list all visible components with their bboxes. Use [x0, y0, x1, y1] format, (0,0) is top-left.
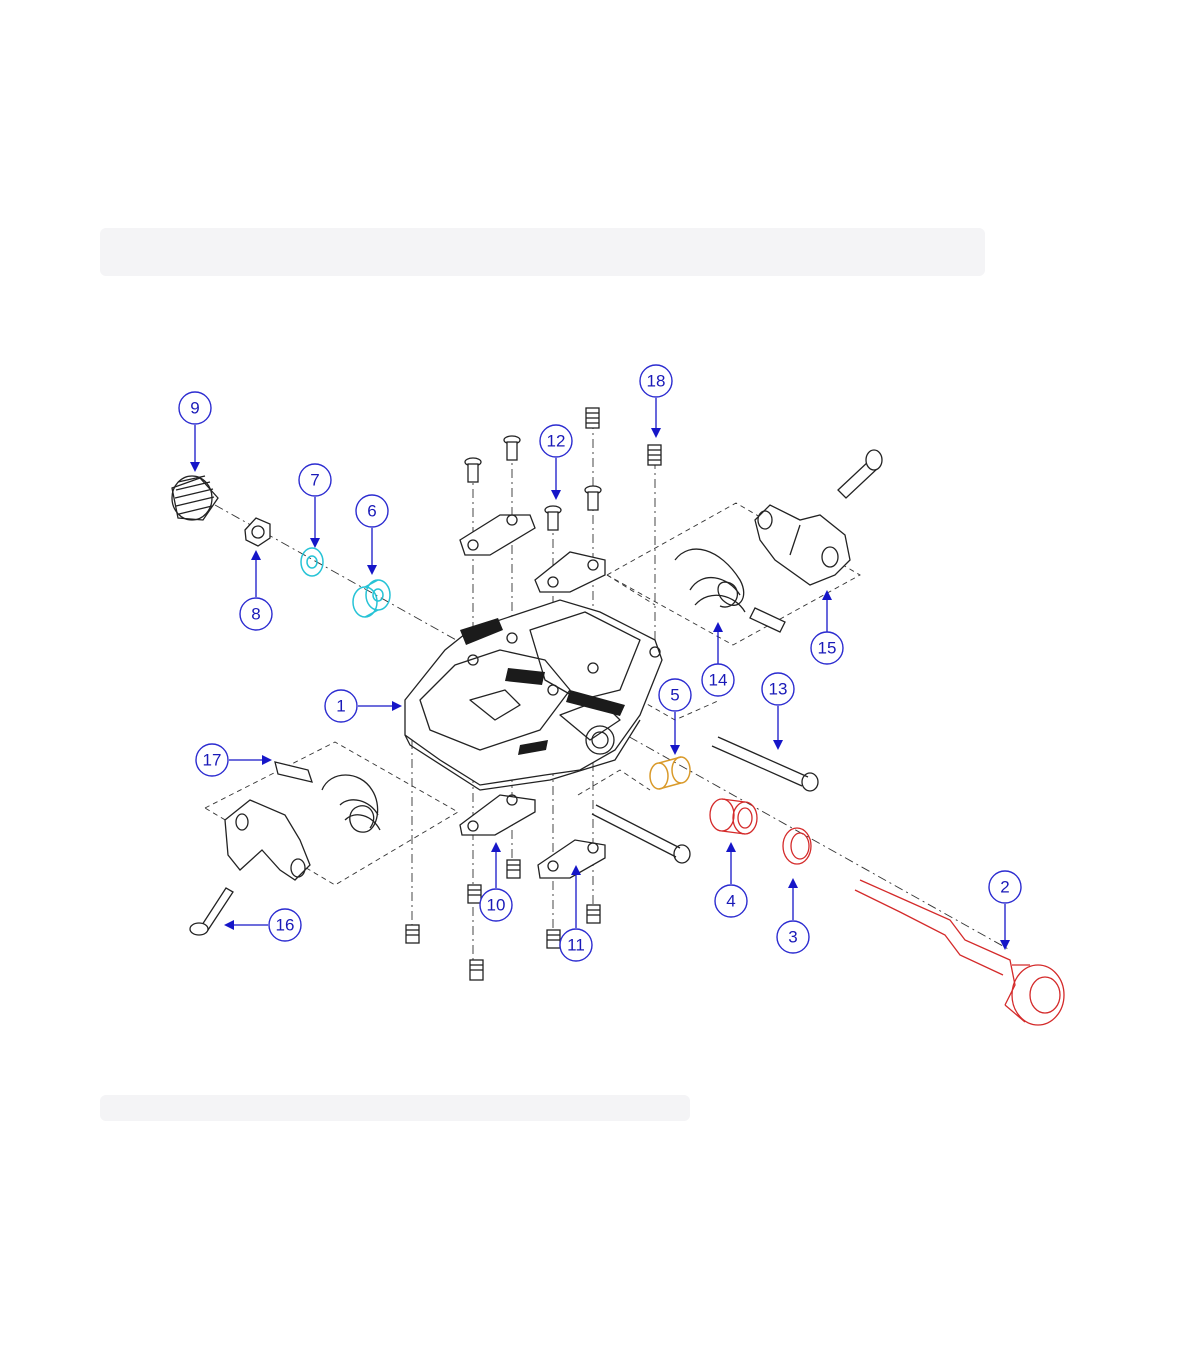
callout-2: 2 [988, 870, 1022, 904]
set-screw-icon [405, 924, 420, 944]
callout-15: 15 [810, 631, 844, 665]
callout-13: 13 [761, 672, 795, 706]
svg-text:11: 11 [567, 936, 585, 955]
svg-text:7: 7 [310, 471, 319, 490]
svg-text:9: 9 [190, 399, 199, 418]
svg-text:15: 15 [818, 639, 837, 658]
spring-pin-lower [591, 804, 691, 864]
callout-leaders [190, 398, 1010, 950]
bushing [709, 798, 758, 835]
cleat-retainer [754, 504, 851, 586]
set-screw-icon [586, 904, 601, 924]
bearing [352, 579, 391, 618]
nut [244, 517, 271, 547]
set-screw-icon [467, 884, 482, 904]
screw-icon [503, 435, 521, 461]
callout-3: 3 [776, 920, 810, 954]
screw-icon [464, 457, 482, 483]
svg-text:3: 3 [788, 928, 797, 947]
tension-plate [274, 761, 313, 783]
callout-14: 14 [701, 663, 735, 697]
set-screw-icon [546, 929, 561, 949]
callout-16: 16 [268, 908, 302, 942]
svg-text:8: 8 [251, 605, 260, 624]
callout-5: 5 [658, 678, 692, 712]
callout-12: 12 [539, 424, 573, 458]
set-screw-icon [469, 959, 484, 981]
lower-cleat-retainer [224, 799, 311, 881]
screw-icon [584, 485, 602, 511]
callout-11: 11 [559, 928, 593, 962]
lower-spring [321, 774, 381, 833]
svg-text:12: 12 [547, 432, 566, 451]
callout-9: 9 [178, 391, 212, 425]
set-screw-icon [585, 407, 600, 429]
callout-7: 7 [298, 463, 332, 497]
svg-text:1: 1 [336, 697, 345, 716]
svg-text:17: 17 [203, 751, 222, 770]
svg-text:18: 18 [647, 372, 666, 391]
screw-icon [544, 505, 562, 531]
seal-ring [782, 827, 812, 865]
svg-text:14: 14 [709, 671, 728, 690]
svg-text:16: 16 [276, 916, 295, 935]
top-screws [464, 407, 662, 531]
svg-text:4: 4 [726, 892, 735, 911]
top-tension-bolt [837, 449, 883, 499]
inner-bushing [649, 756, 691, 790]
callouts: 9 8 7 6 1 12 18 14 15 5 13 17 10 11 4 3 … [178, 364, 1022, 962]
bottom-screws [405, 859, 601, 981]
set-screw-icon [506, 859, 521, 879]
callout-1: 1 [324, 689, 358, 723]
svg-text:2: 2 [1000, 878, 1009, 897]
callout-18: 18 [639, 364, 673, 398]
tension-bolt [189, 887, 234, 936]
blurred-bottom-band [100, 1095, 690, 1121]
blurred-top-band [100, 228, 985, 276]
end-cap [171, 475, 219, 521]
top-traction-plates [459, 514, 606, 593]
spring-pin [711, 736, 819, 792]
callout-8: 8 [239, 597, 273, 631]
set-screw-icon [647, 444, 662, 466]
svg-text:10: 10 [487, 896, 506, 915]
axle [854, 879, 1065, 1026]
callout-6: 6 [355, 494, 389, 528]
spring [674, 548, 746, 613]
svg-text:13: 13 [769, 680, 788, 699]
pedal-body [404, 599, 663, 791]
callout-4: 4 [714, 884, 748, 918]
washer [300, 547, 324, 577]
svg-text:5: 5 [670, 686, 679, 705]
callout-10: 10 [479, 888, 513, 922]
bottom-traction-plates [459, 794, 606, 879]
top-tension-plate [749, 607, 786, 633]
svg-text:6: 6 [367, 502, 376, 521]
callout-17: 17 [195, 743, 229, 777]
